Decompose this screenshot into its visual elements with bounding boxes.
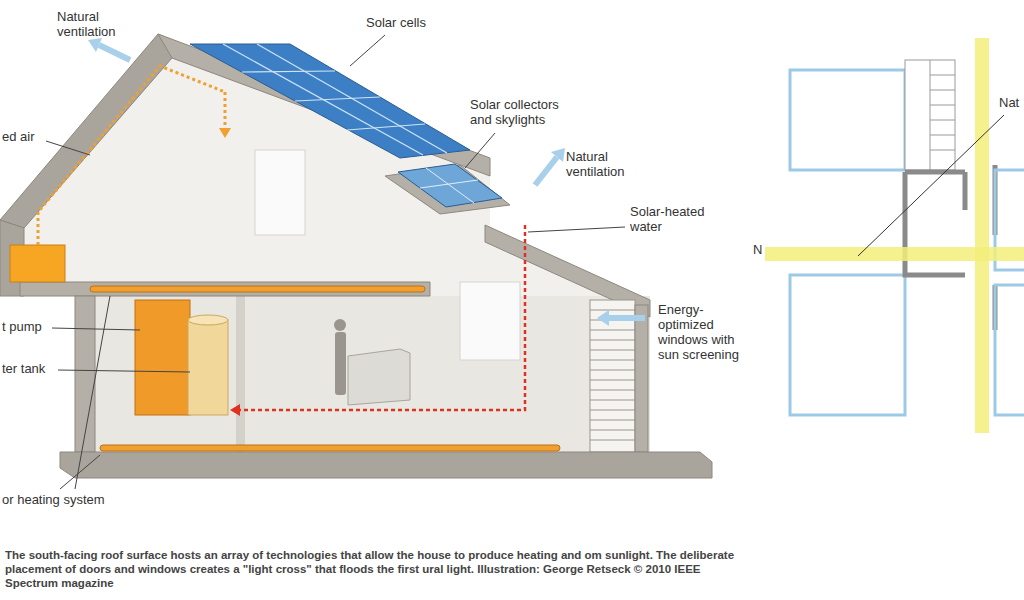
hot-water-arrowhead <box>230 404 240 416</box>
main-roof-slab <box>158 34 490 176</box>
figure-caption: The south-facing roof surface hosts an a… <box>5 548 745 590</box>
leader-line <box>858 115 1004 256</box>
slat <box>590 390 635 391</box>
leader-line <box>465 133 495 168</box>
tread <box>930 60 931 170</box>
tread <box>930 135 955 136</box>
ventilation-arrow <box>535 157 557 185</box>
upper-floor-slab <box>20 282 430 296</box>
callout-label: Nat <box>999 96 1019 111</box>
ground-slab <box>60 452 712 478</box>
slat <box>590 430 635 431</box>
leader-line <box>350 35 385 66</box>
lower-left-wall <box>75 296 95 452</box>
plan-room <box>790 70 905 170</box>
leader-line <box>528 227 625 232</box>
slat <box>590 370 635 371</box>
solar-collectors <box>398 164 502 207</box>
solar-cell-array <box>190 44 470 158</box>
tread <box>930 150 955 151</box>
upper-window <box>255 150 305 235</box>
heated-air-path <box>224 92 227 130</box>
tread <box>930 75 955 76</box>
slat <box>590 420 635 421</box>
slat <box>590 410 635 411</box>
callout-label: ter tank <box>2 362 45 377</box>
leader-line <box>46 141 90 155</box>
person-body <box>335 332 346 395</box>
water-tank <box>188 320 228 415</box>
callout-label: Solar-heated water <box>630 205 720 235</box>
ventilation-arrowhead <box>597 310 609 326</box>
callout-label: Solar cells <box>366 16 426 31</box>
partition-wall <box>236 296 245 452</box>
callout-label: N <box>753 243 762 258</box>
callout-label: t pump <box>2 320 42 335</box>
person-head <box>334 319 346 331</box>
floor-heating-pipe <box>90 286 425 292</box>
plan-room <box>790 275 905 415</box>
hot-water-line <box>240 225 525 410</box>
ventilation-arrow <box>99 45 130 60</box>
kitchen-island <box>348 349 410 405</box>
leader-line <box>58 370 190 372</box>
panel-grid <box>295 97 380 101</box>
slat <box>590 330 635 331</box>
light-cross-band <box>975 38 989 433</box>
panel-grid <box>242 71 335 72</box>
ventilation-arrowhead <box>551 148 565 162</box>
tread <box>930 90 955 91</box>
sun-screen-slats <box>590 310 635 440</box>
left-roof-slab <box>0 34 172 228</box>
panel-grid <box>257 44 447 153</box>
slat <box>590 310 635 311</box>
lower-window <box>460 282 520 360</box>
panel-grid <box>347 124 425 130</box>
panel-grid <box>223 44 423 155</box>
skylight-roof <box>385 165 510 214</box>
heated-air-path <box>38 66 225 245</box>
stair-treads <box>930 60 955 170</box>
leader-line <box>75 296 110 489</box>
collector-grid <box>420 180 478 188</box>
leader-line <box>52 328 140 330</box>
tread <box>930 105 955 106</box>
slat <box>590 380 635 381</box>
callout-label: ed air <box>2 130 35 145</box>
slat <box>590 440 635 441</box>
heated-air-unit <box>10 245 65 282</box>
callout-label: Natural ventilation <box>566 150 638 180</box>
lower-back-wall <box>95 296 650 452</box>
ventilation-arrowhead <box>88 38 102 52</box>
callout-label: Solar collectors and skylights <box>470 98 582 128</box>
callout-label: Energy-optimized windows with sun screen… <box>658 303 754 363</box>
plan-room <box>995 285 1024 415</box>
air-arrowhead <box>219 128 231 138</box>
slat <box>590 400 635 401</box>
tread <box>930 120 955 121</box>
slat <box>590 360 635 361</box>
slat <box>590 340 635 341</box>
collector-grid <box>426 168 474 203</box>
callout-label: Natural ventilation <box>57 10 129 40</box>
floor-heating-pipe <box>100 445 560 451</box>
sun-screen-window <box>590 300 635 452</box>
callout-label: or heating system <box>2 493 105 508</box>
heat-pump <box>135 300 190 415</box>
plan-stairs <box>905 60 955 170</box>
slat <box>590 350 635 351</box>
ventilation-arrow <box>608 315 645 321</box>
wing-wall <box>635 305 648 452</box>
water-tank-top <box>188 315 228 325</box>
